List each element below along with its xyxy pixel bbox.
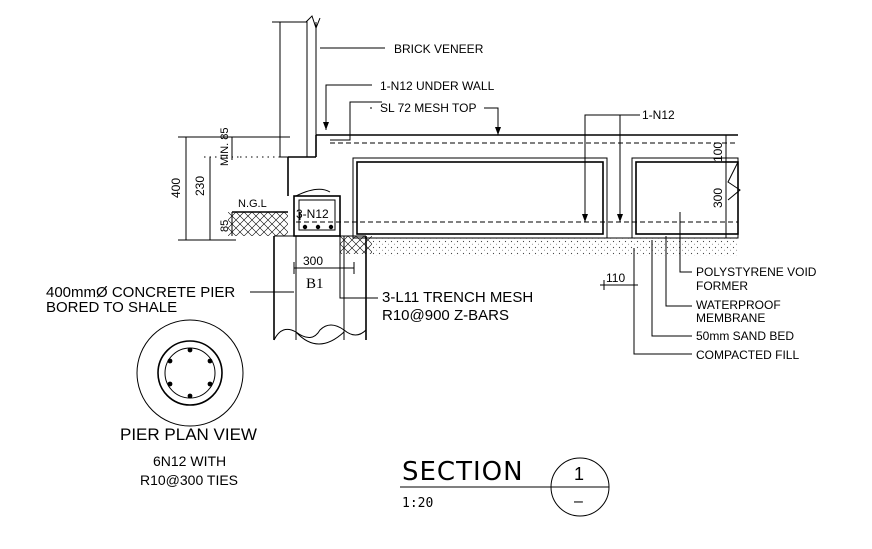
former-label: FORMER xyxy=(696,279,748,293)
z-bars-label: R10@900 Z-BARS xyxy=(382,307,509,324)
ground-hatch xyxy=(228,212,288,236)
slab-bar-label: 1-N12 xyxy=(642,108,675,122)
dim-230: 230 xyxy=(193,176,207,196)
brick-veneer-label: BRICK VENEER xyxy=(394,42,484,56)
compacted-fill-label: COMPACTED FILL xyxy=(696,348,799,362)
pier-plan-line1: 6N12 WITH xyxy=(153,453,226,469)
pier-label-line1: 400mmØ CONCRETE PIER xyxy=(46,284,235,301)
leader-lines xyxy=(250,47,692,355)
membrane-label: MEMBRANE xyxy=(696,311,765,325)
sand-bed-label: 50mm SAND BED xyxy=(696,329,794,343)
ngl-label: N.G.L xyxy=(238,198,267,210)
pier-plan-circle xyxy=(136,319,244,427)
section-title: SECTION xyxy=(402,457,524,487)
pier-plan-title: PIER PLAN VIEW xyxy=(120,425,257,444)
mesh-top-label: SL 72 MESH TOP xyxy=(380,101,477,115)
edge-beam xyxy=(293,188,341,237)
dim-300-pod: 300 xyxy=(711,188,725,208)
slab-outline xyxy=(287,134,738,223)
dim-300-width: 300 xyxy=(303,254,323,268)
section-number: 1 xyxy=(574,464,584,484)
pier-label-line2: BORED TO SHALE xyxy=(46,299,177,316)
dim-85: 85 xyxy=(219,220,231,232)
sand-bed xyxy=(372,238,738,256)
concrete-pier xyxy=(273,235,367,345)
waterproof-label: WATERPROOF xyxy=(696,298,781,312)
dim-400: 400 xyxy=(169,178,183,198)
void-pod-1 xyxy=(352,157,608,239)
section-sheet: – xyxy=(574,493,583,510)
brick-wall xyxy=(272,15,321,158)
dim-min85: MIN. 85 xyxy=(219,127,231,166)
polystyrene-label: POLYSTYRENE VOID xyxy=(696,265,817,279)
section-title-block xyxy=(400,457,610,517)
dimension-lines xyxy=(178,134,734,290)
trench-mesh-label: 3-L11 TRENCH MESH xyxy=(382,289,533,306)
beam-bars-label: 3-N12 xyxy=(296,207,329,221)
dim-110: 110 xyxy=(606,271,625,285)
pier-plan-line2: R10@300 TIES xyxy=(140,472,238,488)
section-scale: 1:20 xyxy=(402,496,433,511)
dim-100: 100 xyxy=(711,142,725,162)
beam-mark: B1 xyxy=(306,276,324,292)
under-wall-label: 1-N12 UNDER WALL xyxy=(380,79,495,93)
